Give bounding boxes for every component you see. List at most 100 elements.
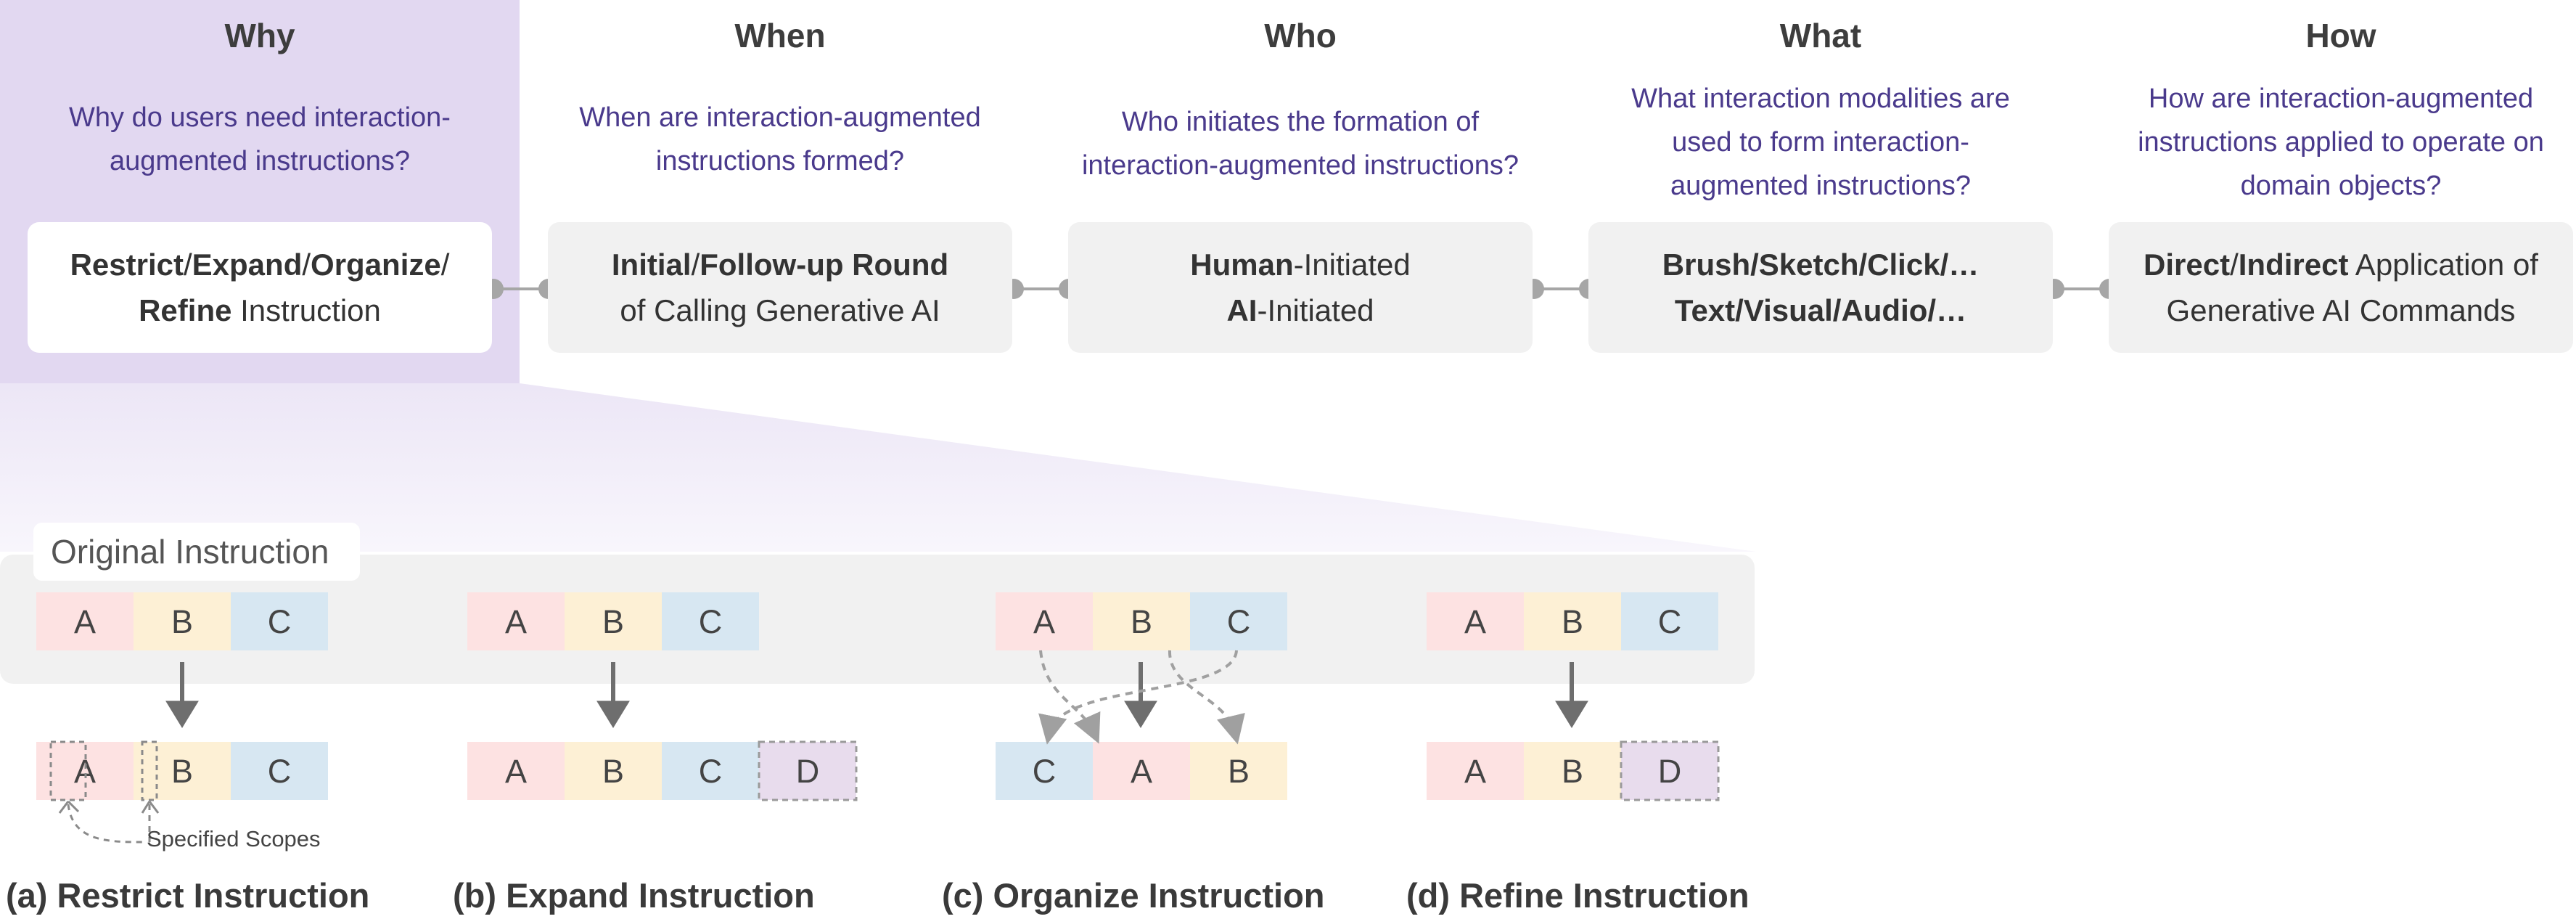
dimension-box-text: / (302, 248, 311, 282)
example-title-restrict: (a) Restrict Instruction (6, 876, 370, 915)
dimension-box-text: / (440, 248, 450, 282)
col-question-who: Who initiates the formation of interacti… (1081, 107, 1519, 181)
cell-letter: A (505, 753, 527, 790)
result-cell-b: B (1524, 742, 1621, 800)
example-title-organize: (c) Organize Instruction (942, 876, 1325, 915)
cell-letter: C (1658, 603, 1682, 640)
cell-letter: C (699, 753, 723, 790)
dimension-box-text: Generative AI Commands (2166, 293, 2516, 327)
cell-letter: C (1227, 603, 1251, 640)
specified-scopes-label: Specified Scopes (147, 826, 321, 851)
result-cell-b: B (134, 742, 231, 800)
result-cell-a: A (1093, 742, 1190, 800)
dimension-box-text: Direct (2144, 248, 2231, 282)
transform-arrows (165, 662, 1588, 728)
dimension-box-text: Human (1190, 248, 1294, 282)
cell-letter: A (74, 603, 96, 640)
original-cell-a: A (996, 592, 1093, 650)
dimension-box-text: Expand (192, 248, 303, 282)
dimension-box-line: Text/Visual/Audio/… (1675, 287, 1966, 333)
cell-letter: C (268, 603, 292, 640)
dimension-box-text: Refine (139, 293, 232, 327)
col-question-when: When are interaction-augmented instructi… (579, 102, 981, 176)
original-cell-c: C (231, 592, 328, 650)
col-heading-who: Who (1264, 17, 1337, 54)
cell-letter: B (171, 753, 193, 790)
dimension-box-line: Direct/Indirect Application of (2144, 242, 2538, 287)
result-cell-a: A (467, 742, 565, 800)
dimension-box-text: Organize (311, 248, 441, 282)
result-cell-c: C (996, 742, 1093, 800)
dimension-box-line: Initial/Follow-up Round (612, 242, 948, 287)
col-heading-how: How (2305, 17, 2376, 54)
specified-scopes (49, 740, 160, 844)
dimension-box-text: Restrict (70, 248, 184, 282)
dimension-box-when: Initial/Follow-up Round of Calling Genera… (548, 222, 1012, 353)
cell-letter: A (1464, 753, 1486, 790)
original-instruction-label: Original Instruction (33, 523, 360, 581)
dimension-box-text: -Initiated (1293, 248, 1411, 282)
original-cell-c: C (662, 592, 759, 650)
cell-letter: B (1562, 603, 1583, 640)
dimension-box-text: -Initiated (1257, 293, 1374, 327)
reorder-curves (1038, 650, 1245, 745)
original-cell-b: B (134, 592, 231, 650)
cell-letter: B (602, 603, 624, 640)
dimension-box-line: Human-Initiated (1190, 242, 1410, 287)
original-cell-b: B (1524, 592, 1621, 650)
dimension-box-text: Text/Visual/Audio/… (1674, 293, 1967, 327)
cell-letter: B (1131, 603, 1152, 640)
dimension-box-text: Indirect (2238, 248, 2349, 282)
original-cell-a: A (467, 592, 565, 650)
result-cell-b: B (1190, 742, 1287, 800)
cell-letter: A (1131, 753, 1152, 790)
original-cell-c: C (1621, 592, 1718, 650)
col-heading-what: What (1779, 17, 1862, 54)
cell-letter: B (171, 603, 193, 640)
dimension-box-why: Restrict/Expand/Organize/Refine Instruct… (28, 222, 492, 353)
dimension-box-text: of Calling Generative AI (620, 293, 940, 327)
dimension-box-line: Generative AI Commands (2167, 287, 2516, 333)
dimension-box-text: Follow-up Round (700, 248, 949, 282)
result-cell-b: B (565, 742, 662, 800)
dimension-box-how: Direct/Indirect Application of Generative… (2109, 222, 2573, 353)
example-title-refine: (d) Refine Instruction (1406, 876, 1750, 915)
cell-letter: D (796, 753, 820, 790)
cell-letter: B (1228, 753, 1250, 790)
cell-letter: B (1562, 753, 1583, 790)
dimension-box-what: Brush/Sketch/Click/… Text/Visual/Audio/… (1588, 222, 2053, 353)
cell-letter: C (699, 603, 723, 640)
dimension-box-text: Initial (611, 248, 692, 282)
dimension-box-text: Instruction (231, 293, 381, 327)
dimension-box-text: / (691, 248, 700, 282)
original-cell-c: C (1190, 592, 1287, 650)
original-cell-b: B (565, 592, 662, 650)
col-heading-why: Why (224, 17, 295, 54)
col-heading-when: When (734, 17, 826, 54)
dimension-box-text: / (183, 248, 192, 282)
cell-letter: A (1464, 603, 1486, 640)
result-cell-a: A (36, 742, 134, 800)
zoom-funnel (0, 383, 1756, 552)
result-cell-d: D (1620, 740, 1720, 801)
cell-letter: C (1033, 753, 1057, 790)
result-cell-c: C (231, 742, 328, 800)
col-question-how: How are interaction-augmented instructio… (2138, 83, 2544, 201)
original-cell-a: A (1427, 592, 1524, 650)
result-cell-a: A (1427, 742, 1524, 800)
cell-letter: D (1658, 753, 1682, 790)
cell-letter: C (268, 753, 292, 790)
col-question-why: Why do users need interaction- augmented… (69, 102, 451, 176)
dimension-box-text: / (2230, 248, 2239, 282)
original-cell-b: B (1093, 592, 1190, 650)
dimension-box-line: of Calling Generative AI (620, 287, 940, 333)
dimension-box-line: Restrict/Expand/Organize/ (70, 242, 450, 287)
result-cell-d: D (758, 740, 858, 801)
col-question-what: What interaction modalities are used to … (1631, 83, 2010, 201)
dimension-box-text: Application of (2348, 248, 2538, 282)
dimension-box-text: AI (1226, 293, 1258, 327)
dimension-box-text: Brush/Sketch/Click/… (1662, 248, 1980, 282)
original-cell-a: A (36, 592, 134, 650)
